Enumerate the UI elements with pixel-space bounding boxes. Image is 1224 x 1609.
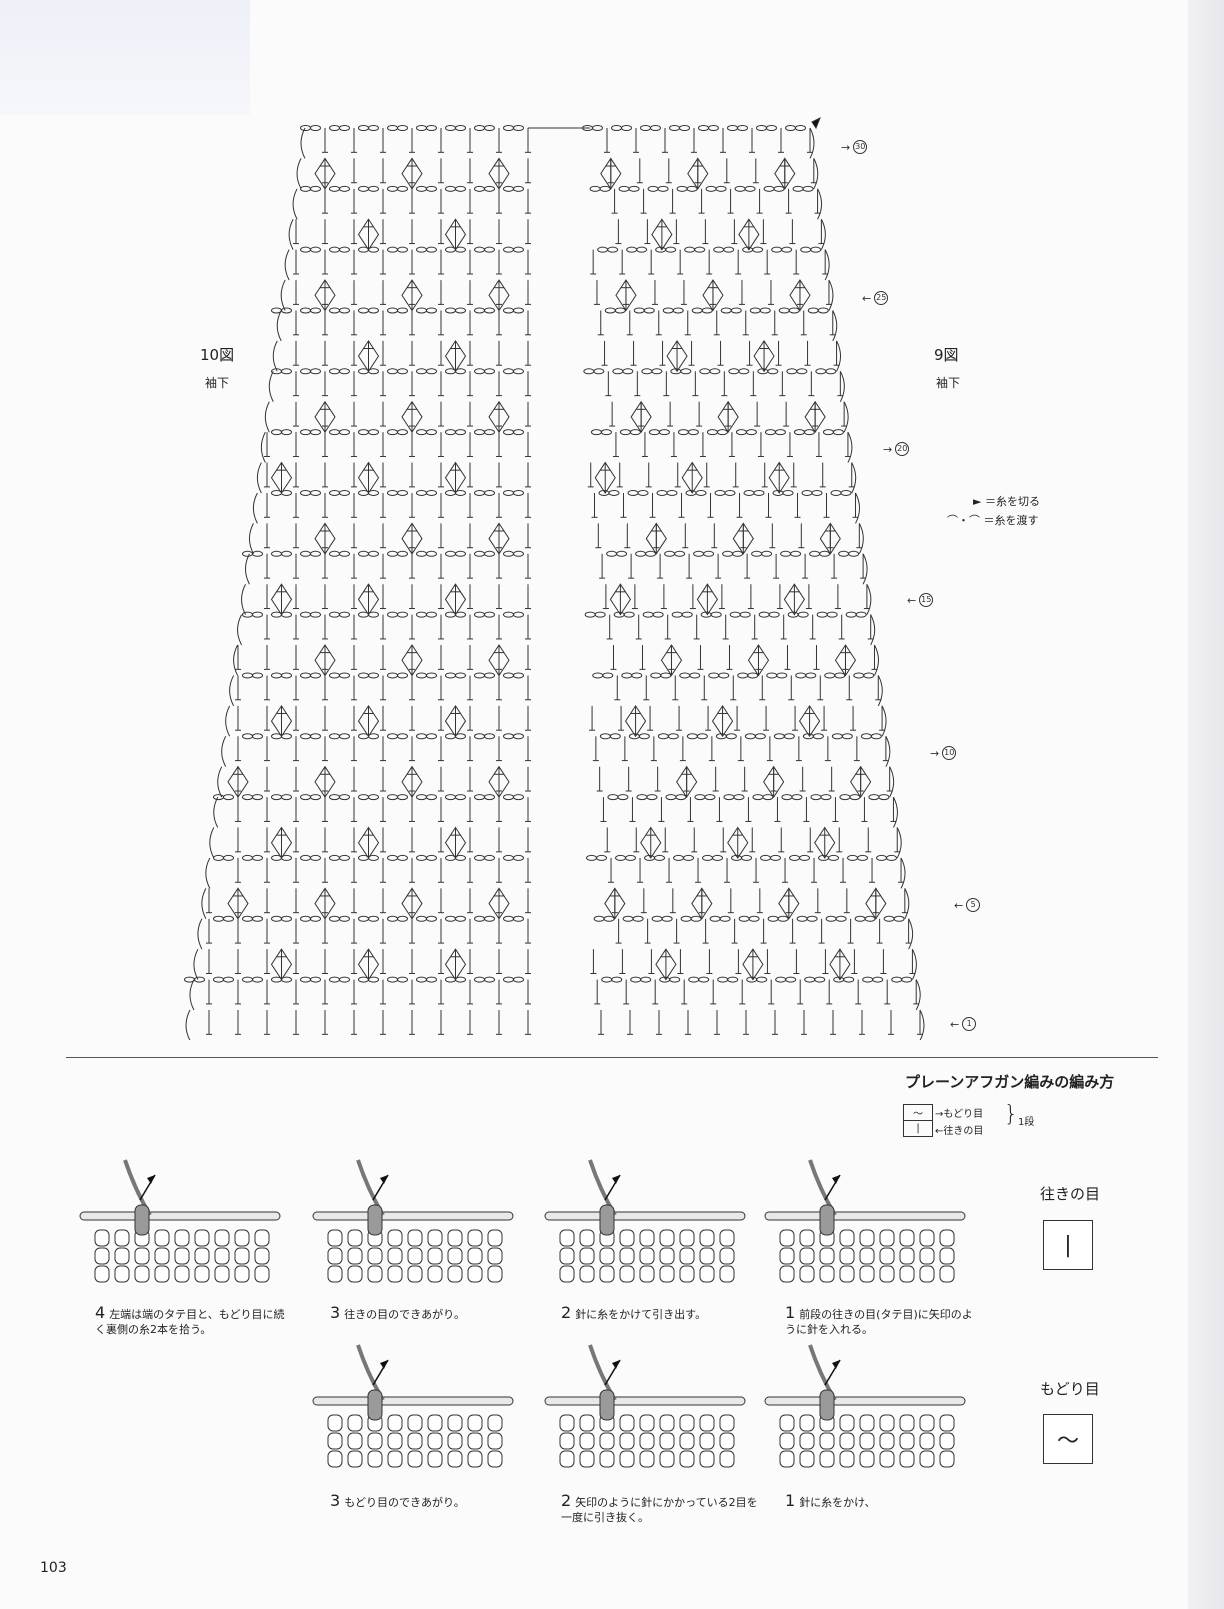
row-marker-25: ←25: [862, 291, 889, 305]
section-divider: [66, 1057, 1158, 1058]
forward-symbol-box: |: [1043, 1220, 1093, 1270]
row-marker-10: →10: [930, 746, 957, 760]
row-marker-15: ←15: [907, 593, 934, 607]
legend-pass: ⌒・⌒ ＝糸を渡す: [947, 514, 1039, 527]
page-gutter-shadow: [1188, 0, 1224, 1609]
forward-heading: 往きの目: [1040, 1185, 1101, 1203]
stitch-key: ～ |: [903, 1104, 933, 1137]
page-number: 103: [40, 1560, 67, 1576]
return-symbol: ～: [903, 1104, 933, 1121]
crochet-chart: [184, 116, 925, 1040]
figure-9-title: 9図: [934, 346, 959, 364]
step-illustrations: [79, 1159, 966, 1468]
top-left-photo-strip: [0, 0, 250, 115]
figure-10-title: 10図: [200, 346, 235, 364]
row-marker-5: ←5: [954, 898, 981, 912]
forward-symbol: |: [903, 1120, 933, 1137]
section-title: プレーンアフガン編みの編み方: [905, 1073, 1115, 1091]
key-forward-label: ←往きの目: [935, 1126, 984, 1137]
return-symbol-box: ～: [1043, 1414, 1093, 1464]
yarn-pass-icon: ⌒・⌒: [947, 514, 980, 527]
triangle-icon: ►: [973, 495, 982, 508]
key-row-label: 1段: [1018, 1117, 1035, 1128]
key-return-label: →もどり目: [935, 1109, 984, 1120]
key-brace: }: [1004, 1102, 1018, 1127]
row-marker-20: →20: [883, 442, 910, 456]
legend-cut: ► ＝糸を切る: [973, 495, 1040, 508]
row-marker-30: →30: [841, 140, 868, 154]
return-heading: もどり目: [1040, 1380, 1100, 1398]
figure-9-subtitle: 袖下: [936, 376, 961, 390]
row-marker-1: ←1: [950, 1017, 977, 1031]
figure-10-subtitle: 袖下: [205, 376, 230, 390]
